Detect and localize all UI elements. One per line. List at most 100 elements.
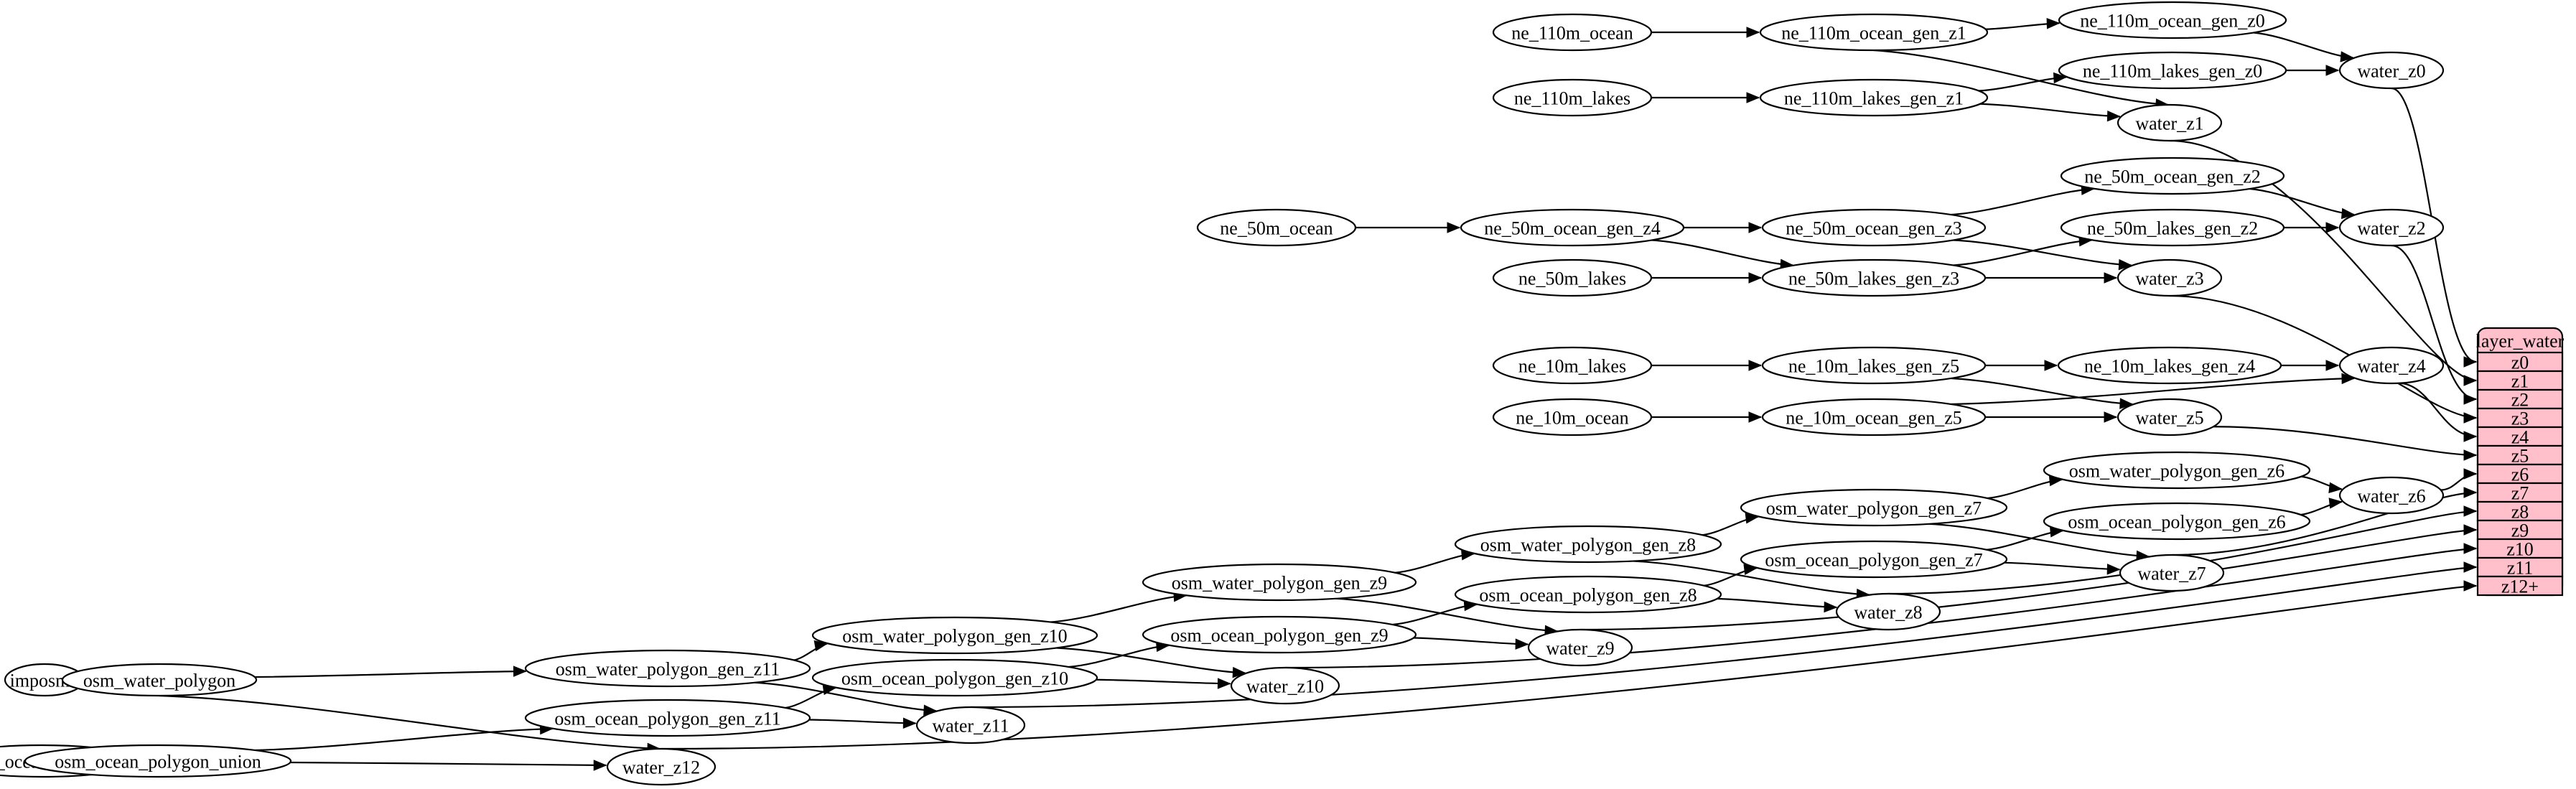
node-ne_110m_ocean_gen_z1[interactable]: ne_110m_ocean_gen_z1: [1759, 13, 1989, 52]
node-water_z11[interactable]: water_z11: [915, 706, 1026, 744]
node-label: ne_10m_lakes_gen_z5: [1788, 356, 1959, 377]
node-osm_water_polygon[interactable]: osm_water_polygon: [61, 663, 258, 697]
node-osm_water_polygon_gen_z7[interactable]: osm_water_polygon_gen_z7: [1740, 488, 2008, 527]
node-osm_ocean_polygon_union[interactable]: osm_ocean_polygon_union: [24, 744, 292, 778]
node-shape: [1740, 540, 2008, 579]
edge-line: [1284, 547, 2477, 669]
table-row-z6[interactable]: [2476, 463, 2564, 485]
node-label: osm_ocean_polygon_gen_z9: [1170, 625, 1388, 646]
table-row-label-z3: z3: [2511, 408, 2529, 429]
node-water_z12[interactable]: water_z12: [606, 747, 717, 786]
edge-osm_water_polygon_gen_z10-to-water_z10: [1056, 647, 1246, 678]
edge-water_z12-to-layer_water-z12+: [661, 580, 2478, 750]
node-water_z7[interactable]: water_z7: [2119, 554, 2225, 592]
node-label: water_z3: [2135, 269, 2203, 289]
table-row-label-z2: z2: [2511, 390, 2529, 411]
table-row-z1[interactable]: [2476, 370, 2564, 391]
node-ne_10m_lakes_gen_z5[interactable]: ne_10m_lakes_gen_z5: [1761, 346, 1987, 385]
edge-line: [1050, 594, 1187, 623]
node-label: water_z5: [2135, 408, 2203, 429]
edge-line: [808, 719, 916, 724]
node-ne_50m_ocean[interactable]: ne_50m_ocean: [1196, 208, 1357, 247]
arrow-head-icon: [2046, 18, 2061, 29]
table-row-label-z6: z6: [2511, 464, 2529, 485]
node-water_z2[interactable]: water_z2: [2338, 208, 2445, 247]
edge-osm_water_polygon_gen_z6-to-water_z6: [2301, 475, 2343, 494]
arrow-head-icon: [2463, 543, 2478, 554]
node-ne_110m_lakes_gen_z1[interactable]: ne_110m_lakes_gen_z1: [1759, 78, 1989, 117]
table-row-z10[interactable]: [2476, 538, 2564, 559]
edge-line: [1953, 239, 2132, 266]
edge-water_z10-to-layer_water-z10: [1284, 543, 2478, 669]
node-shape: [1492, 398, 1653, 436]
node-ne_10m_ocean[interactable]: ne_10m_ocean: [1492, 398, 1653, 436]
node-shape: [2058, 1, 2287, 39]
edge-ne_110m_lakes-to-ne_110m_lakes_gen_z1: [1651, 92, 1760, 103]
layer-water-table[interactable]: layer_waterz0z1z2z3z4z5z6z7z8z9z10z11z12…: [2476, 327, 2565, 597]
edge-water_z5-to-layer_water-z5: [2213, 426, 2478, 461]
edge-ne_50m_ocean_gen_z3-to-ne_50m_ocean_gen_z2: [1951, 184, 2095, 216]
table-row-z3[interactable]: [2476, 407, 2564, 429]
node-ne_50m_ocean_gen_z3[interactable]: ne_50m_ocean_gen_z3: [1761, 208, 1987, 247]
edge-osm_water_polygon_gen_z8-to-osm_water_polygon_gen_z7: [1702, 513, 1760, 536]
node-water_z10[interactable]: water_z10: [1230, 666, 1340, 705]
node-osm_water_polygon_gen_z10[interactable]: osm_water_polygon_gen_z10: [811, 616, 1098, 655]
node-ne_110m_ocean[interactable]: ne_110m_ocean: [1492, 13, 1653, 52]
node-label: osm_water_polygon_gen_z7: [1766, 498, 1982, 519]
node-water_z1[interactable]: water_z1: [2117, 103, 2223, 142]
arrow-head-icon: [2463, 431, 2478, 442]
node-label: osm_ocean_polygon_gen_z6: [2068, 512, 2285, 533]
table-layer_water[interactable]: layer_waterz0z1z2z3z4z5z6z7z8z9z10z11z12…: [2476, 327, 2565, 597]
edge-line: [1068, 644, 1170, 668]
node-osm_water_polygon_gen_z6[interactable]: osm_water_polygon_gen_z6: [2043, 451, 2311, 490]
node-ne_50m_ocean_gen_z2[interactable]: ne_50m_ocean_gen_z2: [2060, 157, 2285, 195]
edge-line: [2169, 139, 2477, 382]
node-osm_ocean_polygon_gen_z11[interactable]: osm_ocean_polygon_gen_z11: [524, 699, 811, 737]
table-row-label-z9: z9: [2511, 520, 2529, 541]
node-ne_10m_ocean_gen_z5[interactable]: ne_10m_ocean_gen_z5: [1761, 398, 1987, 436]
node-water_z3[interactable]: water_z3: [2117, 258, 2223, 297]
arrow-head-icon: [2463, 375, 2478, 386]
node-ne_10m_lakes_gen_z4[interactable]: ne_10m_lakes_gen_z4: [2057, 346, 2282, 385]
arrow-head-icon: [2053, 72, 2068, 84]
node-osm_ocean_polygon_gen_z8[interactable]: osm_ocean_polygon_gen_z8: [1454, 575, 1722, 614]
node-ne_50m_ocean_gen_z4[interactable]: ne_50m_ocean_gen_z4: [1460, 208, 1685, 247]
arrow-head-icon: [2463, 505, 2478, 517]
node-ne_110m_ocean_gen_z0[interactable]: ne_110m_ocean_gen_z0: [2058, 1, 2287, 39]
node-osm_water_polygon_gen_z11[interactable]: osm_water_polygon_gen_z11: [524, 649, 811, 688]
node-shape: [2117, 258, 2223, 297]
arrow-head-icon: [2106, 110, 2121, 122]
edge-line: [755, 681, 937, 712]
node-ne_110m_lakes_gen_z0[interactable]: ne_110m_lakes_gen_z0: [2058, 51, 2287, 90]
node-water_z9[interactable]: water_z9: [1527, 628, 1633, 667]
edge-ne_50m_ocean-to-ne_50m_ocean_gen_z4: [1355, 222, 1461, 233]
edge-line: [1335, 597, 1558, 632]
node-water_z6[interactable]: water_z6: [2338, 476, 2445, 515]
node-osm_ocean_polygon_gen_z10[interactable]: osm_ocean_polygon_gen_z10: [811, 658, 1098, 697]
table-row-z12+[interactable]: [2476, 575, 2564, 597]
edge-line: [1979, 103, 2120, 118]
node-osm_water_polygon_gen_z9[interactable]: osm_water_polygon_gen_z9: [1142, 563, 1417, 602]
node-osm_ocean_polygon_gen_z6[interactable]: osm_ocean_polygon_gen_z6: [2043, 502, 2311, 541]
node-ne_10m_lakes[interactable]: ne_10m_lakes: [1492, 346, 1653, 385]
node-label: water_z11: [932, 716, 1009, 737]
node-ne_110m_lakes[interactable]: ne_110m_lakes: [1492, 78, 1653, 117]
node-osm_water_polygon_gen_z8[interactable]: osm_water_polygon_gen_z8: [1454, 525, 1722, 564]
edge-ne_110m_ocean_gen_z1-to-ne_110m_ocean_gen_z0: [1985, 18, 2061, 30]
table-row-label-z8: z8: [2511, 502, 2529, 523]
node-water_z0[interactable]: water_z0: [2338, 51, 2445, 90]
node-water_z4[interactable]: water_z4: [2338, 346, 2445, 385]
edge-line: [661, 584, 2477, 750]
node-label: water_z0: [2357, 61, 2425, 82]
node-water_z5[interactable]: water_z5: [2117, 398, 2223, 436]
table-row-z9[interactable]: [2476, 519, 2564, 541]
node-label: osm_water_polygon_gen_z9: [1172, 573, 1387, 594]
node-ne_50m_lakes[interactable]: ne_50m_lakes: [1492, 258, 1653, 297]
node-shape: [1460, 208, 1685, 247]
node-ne_50m_lakes_gen_z3[interactable]: ne_50m_lakes_gen_z3: [1761, 258, 1987, 297]
node-ne_50m_lakes_gen_z2[interactable]: ne_50m_lakes_gen_z2: [2060, 208, 2285, 247]
node-osm_ocean_polygon_gen_z9[interactable]: osm_ocean_polygon_gen_z9: [1142, 615, 1417, 654]
node-water_z8[interactable]: water_z8: [1835, 592, 1941, 631]
node-osm_ocean_polygon_gen_z7[interactable]: osm_ocean_polygon_gen_z7: [1740, 540, 2008, 579]
